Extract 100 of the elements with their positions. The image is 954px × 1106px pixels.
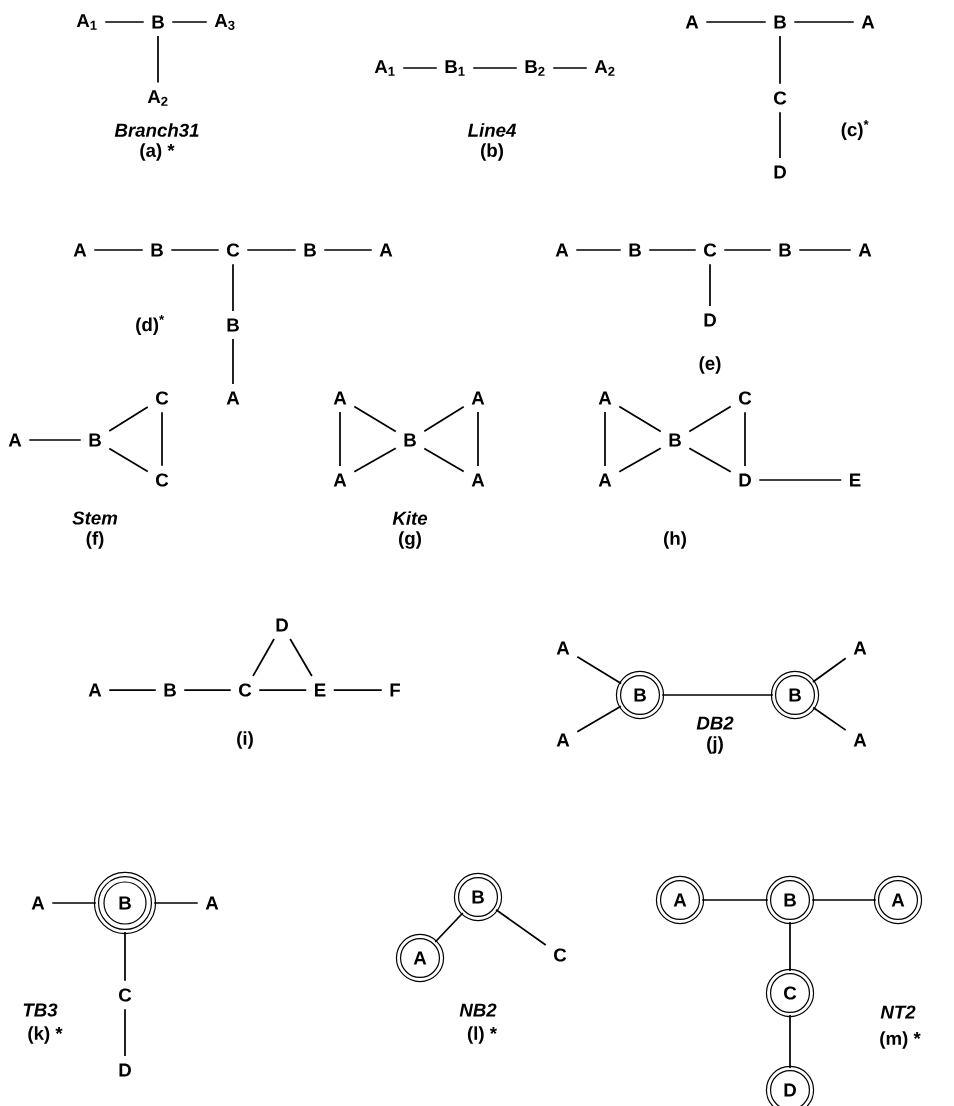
edge-line (575, 249, 622, 251)
edge-line (332, 689, 383, 691)
panel-caption: (e) (699, 356, 721, 374)
edge-line (423, 405, 465, 433)
edge-line (495, 908, 547, 946)
panel-caption: (b) (481, 143, 503, 161)
edge-line (648, 249, 697, 251)
edge-line (170, 249, 220, 251)
vertex-label: A (861, 15, 875, 29)
vertex-label: A (853, 733, 867, 747)
vertex-label: A (598, 391, 612, 405)
edge-line (232, 338, 234, 385)
vertex-label: B (89, 433, 101, 447)
vertex-label: A (226, 391, 240, 405)
graph-name: Branch31 (114, 123, 199, 137)
panel-caption: (h) (664, 531, 686, 549)
edge-line (153, 902, 199, 904)
vertex-label: A (555, 243, 569, 257)
edge-line (232, 263, 234, 312)
edge-line (576, 705, 622, 733)
vertex-label: B (227, 318, 239, 332)
vertex-label: A (73, 243, 87, 257)
edge-line (157, 35, 159, 84)
vertex-label: D (119, 1063, 131, 1077)
vertex-label: B (304, 243, 316, 257)
vertex-label: A (8, 433, 22, 447)
edge-line (789, 1014, 791, 1069)
edge-line (28, 439, 82, 441)
graph-name: Stem (72, 511, 118, 525)
edge-line (339, 411, 341, 467)
edge-line (323, 249, 373, 251)
edge-line (108, 689, 157, 691)
vertex-label: A (31, 896, 45, 910)
vertex-label: C (554, 948, 567, 962)
panel-caption: (g) (399, 531, 421, 549)
vertex-label: B$_{2}$ (525, 60, 545, 76)
panel-caption: (f) (86, 531, 104, 549)
edge-line (811, 899, 877, 901)
edge-line (423, 447, 465, 473)
vertex-label: C (739, 391, 752, 405)
vertex-label: A (685, 15, 699, 29)
vertex-label: A (471, 391, 485, 405)
vertex-label: E (315, 683, 326, 697)
circled-vertex: B (93, 871, 157, 935)
edge-line (402, 67, 438, 69)
vertex-label: A (379, 243, 393, 257)
edge-line (252, 638, 275, 677)
edge-line (246, 249, 297, 251)
vertex-label: A (333, 391, 347, 405)
edge-line (183, 689, 232, 691)
circled-vertex: A (395, 933, 445, 983)
vertex-label: B (669, 433, 681, 447)
panel-caption: (j) (707, 736, 723, 754)
vertex-label: A (556, 641, 570, 655)
edge-line (477, 411, 479, 467)
panel-caption: (l) * (467, 1026, 497, 1044)
circled-vertex: B (453, 872, 503, 922)
circled-vertex: B (765, 875, 815, 925)
edge-line (161, 411, 163, 467)
graph-name: Line4 (467, 123, 517, 137)
circled-vertex: B (615, 670, 665, 720)
edge-line (709, 263, 711, 307)
edge-line (793, 21, 855, 23)
edge-line (779, 35, 781, 85)
edge-line (258, 689, 308, 691)
vertex-label: A (205, 896, 219, 910)
edge-line (576, 655, 622, 685)
vertex-label: B (404, 433, 416, 447)
edge-line (124, 931, 126, 982)
vertex-label: B (164, 683, 176, 697)
vertex-label: F (390, 683, 401, 697)
edge-line (108, 406, 149, 432)
edge-line (688, 447, 732, 473)
edge-line (618, 447, 662, 473)
vertex-label: C (239, 683, 252, 697)
panel-caption: (d)$^{*}$ (136, 315, 165, 335)
graph-name: NB2 (459, 1003, 497, 1017)
edge-line (779, 111, 781, 159)
edge-line (723, 249, 772, 251)
edge-line (171, 21, 208, 23)
vertex-label: A (556, 733, 570, 747)
graph-name: Kite (392, 511, 428, 525)
edge-line (618, 405, 662, 433)
vertex-label: A (88, 683, 102, 697)
edge-line (124, 1008, 126, 1057)
vertex-label: A$_{2}$ (594, 60, 615, 76)
edge-line (353, 405, 397, 433)
panel-caption: (m) * (880, 1031, 921, 1049)
panel-caption: (k) * (28, 1026, 63, 1044)
vertex-label: A (858, 243, 872, 257)
vertex-label: A (853, 641, 867, 655)
edge-line (701, 899, 769, 901)
edge-line (744, 411, 746, 467)
vertex-label: A$_{1}$ (76, 14, 97, 30)
circled-vertex: A (655, 875, 705, 925)
edge-line (688, 405, 732, 433)
edge-line (812, 657, 847, 683)
vertex-label: A$_{3}$ (214, 14, 235, 30)
edge-line (705, 21, 767, 23)
circled-vertex: D (765, 1065, 815, 1106)
